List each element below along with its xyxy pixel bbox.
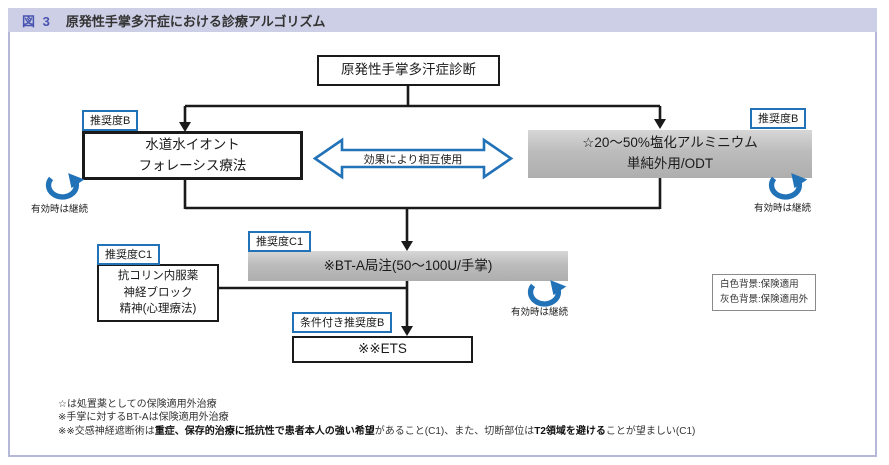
- bta-box: ※BT-A局注(50〜100U/手掌): [248, 251, 568, 281]
- anticholinergic-line2: 神経ブロック: [123, 286, 193, 299]
- grade-label-ets: 条件付き推奨度B: [292, 312, 393, 333]
- footnote-1: ☆は処置薬としての保険適用外治療: [58, 399, 217, 410]
- figure-header: 図 3 原発性手掌多汗症における診療アルゴリズム: [8, 8, 877, 32]
- anticholinergic-line1: 抗コリン内服薬: [117, 269, 199, 282]
- loop-arrow-icon-right: [768, 173, 808, 200]
- ets-label: ※※ETS: [358, 341, 407, 357]
- figure-title: 原発性手掌多汗症における診療アルゴリズム: [65, 13, 326, 29]
- footnote-3-bold1: 重症、保存的治療に抵抗性で患者本人の強い希望: [154, 425, 375, 437]
- footnote-3-mid: があること(C1)、また、切断部位は: [374, 425, 535, 437]
- diagnosis-box: 原発性手掌多汗症診断: [317, 55, 500, 86]
- footnote-3-pre: ※※交感神経遮断術は: [58, 425, 155, 437]
- legend-white-bg: 白色背景:保険適用: [720, 279, 799, 290]
- ets-box: ※※ETS: [292, 336, 473, 363]
- grade-label-bta: 推奨度C1: [248, 231, 312, 252]
- aluminum-box: ☆20〜50%塩化アルミニウム 単純外用/ODT: [528, 130, 812, 178]
- footnote-3-bold2: T2領域を避ける: [534, 425, 606, 437]
- loop-arrow-icon-left: [45, 173, 85, 200]
- footnote-2: ※手掌に対するBT-Aは保険適用外治療: [58, 412, 229, 424]
- grade-label-iontophoresis: 推奨度B: [82, 110, 139, 131]
- bta-label: ※BT-A局注(50〜100U/手掌): [323, 257, 493, 273]
- anticholinergic-box: 抗コリン内服薬 神経ブロック 精神(心理療法): [97, 264, 219, 322]
- anticholinergic-line3: 精神(心理療法): [119, 303, 197, 316]
- loop-arrow-icon-mid: [527, 280, 567, 307]
- iontophoresis-line1: 水道水イオント: [145, 136, 240, 152]
- footnotes: ☆は処置薬としての保険適用外治療 ※手掌に対するBT-Aは保険適用外治療 ※※交…: [58, 398, 695, 438]
- iontophoresis-line2: フォレーシス療法: [138, 157, 247, 173]
- legend-gray-bg: 灰色背景:保険適用外: [720, 293, 809, 305]
- mutual-use-arrow: 効果により相互使用: [312, 137, 514, 180]
- diagnosis-box-label: 原発性手掌多汗症診断: [341, 62, 476, 78]
- mutual-use-label: 効果により相互使用: [363, 153, 463, 166]
- footnote-3-post: ことが望ましい(C1): [605, 425, 696, 437]
- grade-label-aluminum: 推奨度B: [750, 108, 807, 129]
- footnote-3: ※※交感神経遮断術は重症、保存的治療に抵抗性で患者本人の強い希望があること(C1…: [58, 425, 695, 438]
- continue-caption-mid: 有効時は継続: [511, 307, 569, 318]
- aluminum-line2: 単純外用/ODT: [626, 156, 714, 171]
- aluminum-line1: ☆20〜50%塩化アルミニウム: [582, 135, 758, 151]
- grade-label-anticholinergic: 推奨度C1: [97, 244, 161, 265]
- figure-number: 図 3: [22, 13, 52, 29]
- double-arrow-icon: [312, 137, 514, 180]
- continue-caption-right: 有効時は継続: [754, 203, 812, 214]
- iontophoresis-box: 水道水イオント フォレーシス療法: [82, 131, 303, 180]
- continue-caption-left: 有効時は継続: [31, 204, 89, 215]
- legend-box: 白色背景:保険適用 灰色背景:保険適用外: [712, 274, 817, 312]
